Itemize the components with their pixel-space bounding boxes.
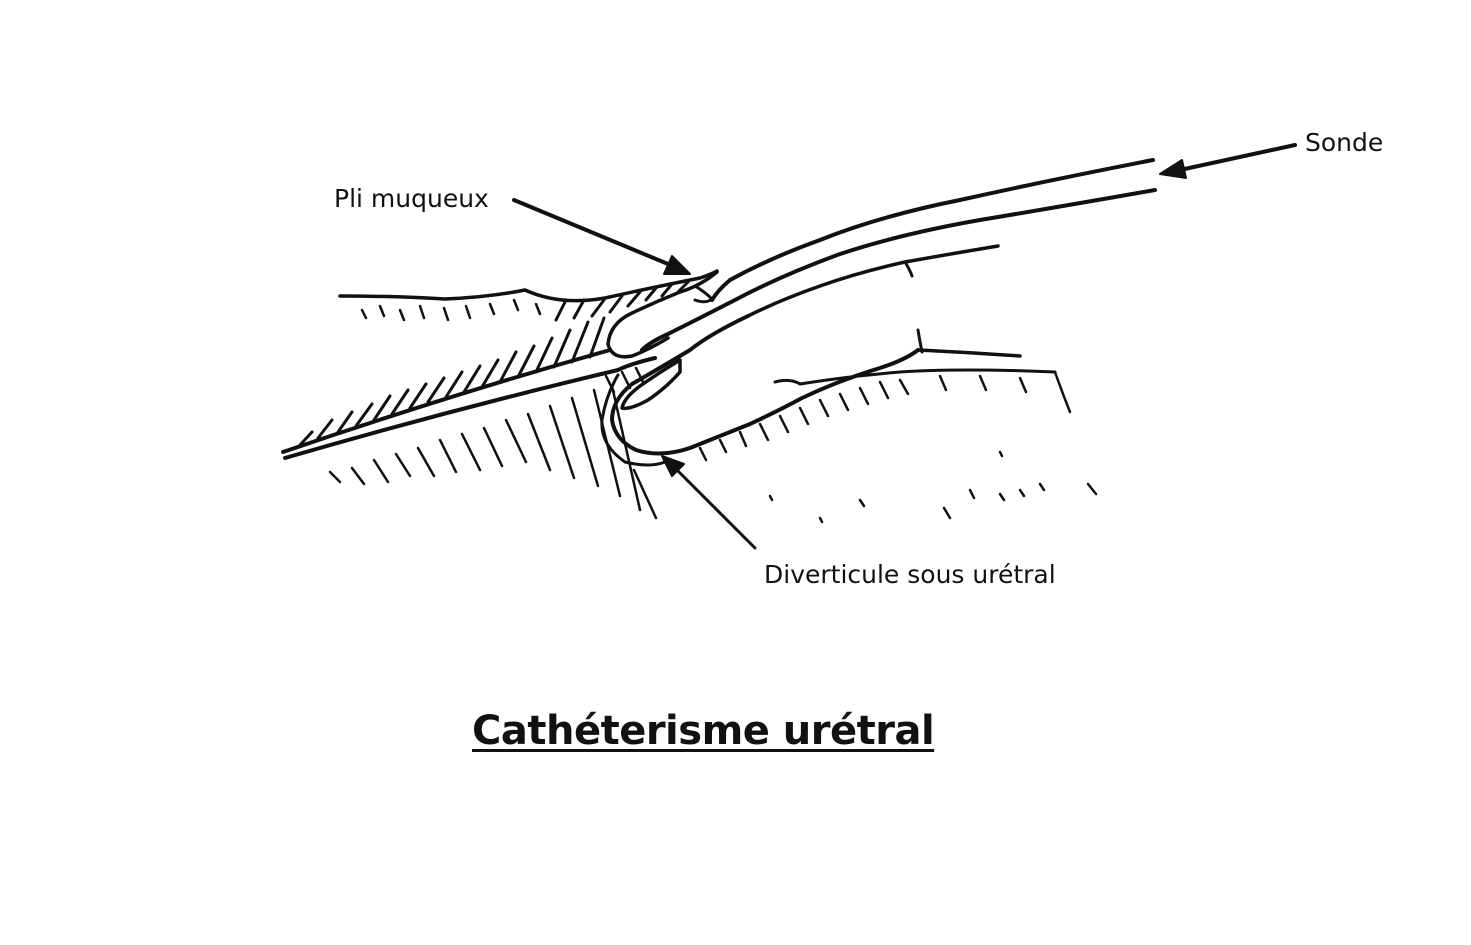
urethra-lower-wall (283, 356, 657, 460)
label-sonde: Sonde (1305, 128, 1384, 157)
diverticulum-inner (620, 358, 682, 411)
label-diverticule: Diverticule sous urétral (764, 560, 1056, 589)
upper-hatching (298, 280, 690, 447)
mucosal-fold-inner (693, 284, 714, 304)
lower-hatching (328, 366, 658, 520)
upper-wall-notch (903, 260, 914, 278)
catheter-upper-line (710, 158, 1155, 302)
sonde-arrowhead (1159, 159, 1187, 179)
diagram-caption: Cathéterisme urétral (472, 708, 935, 754)
lower-edge-right (1053, 370, 1072, 414)
catheter-lower-line (640, 188, 1157, 352)
diverticulum-outer (610, 314, 920, 456)
lower-right-contour (916, 348, 1022, 358)
pli-leader-line (512, 198, 670, 266)
diverticule-arrowhead (661, 455, 685, 477)
upper-wall-contour (746, 244, 1000, 318)
outer-tissue-contour (338, 269, 719, 303)
lower-tissue-contour (773, 368, 1057, 386)
pli-arrowhead (663, 255, 691, 275)
urethra-upper-wall (281, 348, 612, 454)
tissue-stipple (360, 298, 1098, 524)
leader-lines (512, 143, 1297, 550)
sonde-leader-line (1178, 143, 1297, 172)
diverticule-leader-line (673, 466, 757, 550)
mucosal-fold (606, 270, 719, 359)
label-pli-muqueux: Pli muqueux (334, 184, 489, 213)
lower-right-notch (916, 328, 924, 354)
